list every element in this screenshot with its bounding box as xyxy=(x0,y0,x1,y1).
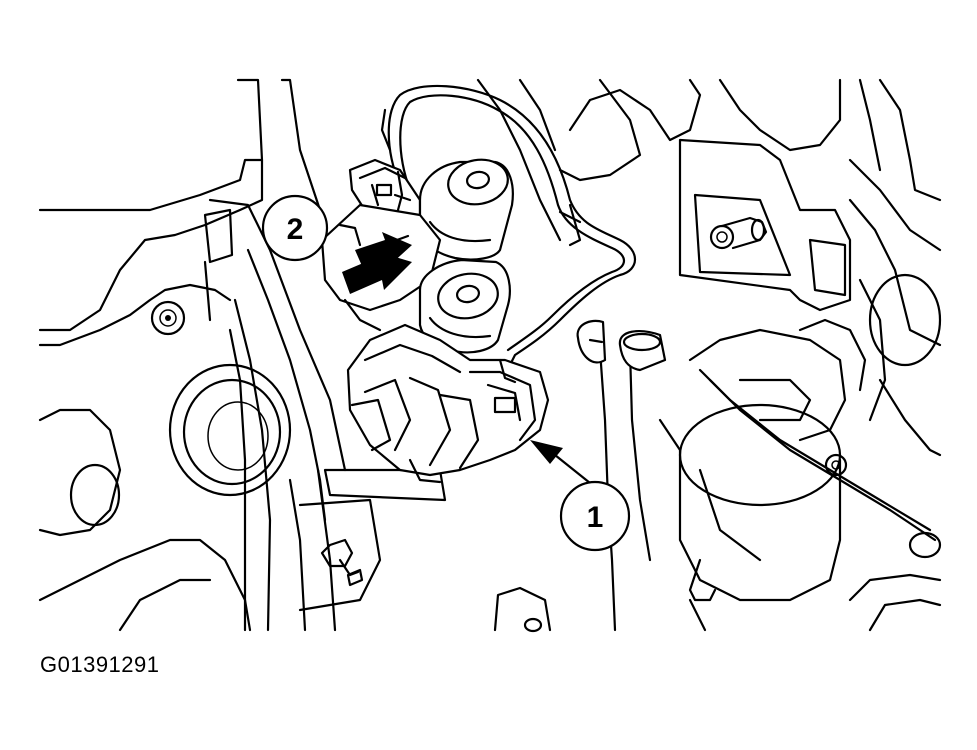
nut-bottom-left xyxy=(320,538,354,568)
solenoid-lower xyxy=(418,258,511,354)
callout-1-arrow-icon xyxy=(530,440,563,464)
electrical-connector xyxy=(346,323,550,484)
solenoid-upper xyxy=(418,158,514,261)
callout-1: 1 xyxy=(530,440,631,552)
figure-id: G01391291 xyxy=(40,652,160,677)
callout-1-label: 1 xyxy=(587,501,604,534)
bolt-left xyxy=(150,300,186,336)
release-arrow-icon xyxy=(342,250,412,294)
stud-nut-right xyxy=(709,224,735,250)
callout-2-label: 2 xyxy=(287,213,304,246)
valve-bracket xyxy=(320,203,442,332)
callout-2: 2 xyxy=(261,194,329,262)
wire-harness xyxy=(380,84,637,377)
wire-clip xyxy=(576,319,607,364)
background-structure xyxy=(38,78,942,633)
